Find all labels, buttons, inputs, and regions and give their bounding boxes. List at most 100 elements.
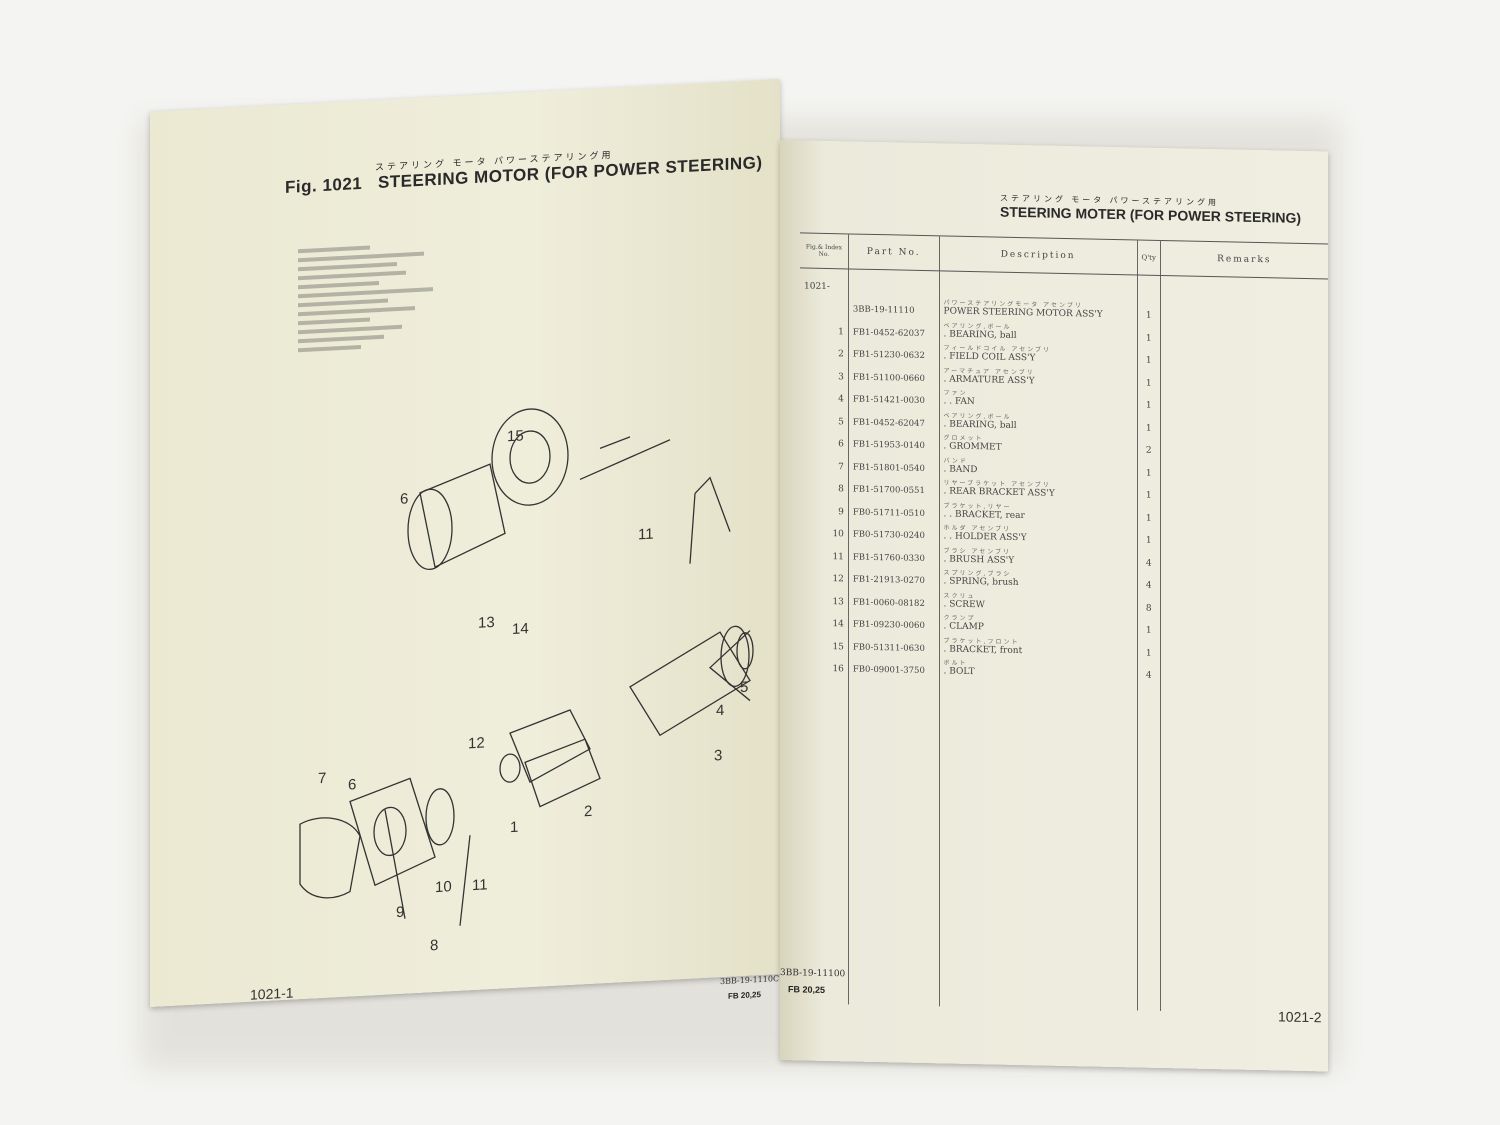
- index-cell: 4: [800, 380, 849, 405]
- part-no-cell: FB0-51311-0630: [848, 629, 940, 654]
- index-cell: 11: [800, 538, 849, 562]
- callout-9: 9: [396, 903, 405, 922]
- part-no-cell: FB1-51760-0330: [848, 539, 940, 564]
- description-cell: アーマチュア アセンブリ. ARMATURE ASS'Y: [939, 361, 1138, 388]
- description-cell: ブラシ アセンブリ. BRUSH ASS'Y: [939, 541, 1138, 568]
- right-page: ステアリング モータ パワーステアリング用 STEERING MOTER (FO…: [780, 140, 1328, 1072]
- callout-6: 6: [400, 490, 409, 508]
- qty-cell: 2: [1137, 432, 1161, 456]
- description-cell: グロメット. GROMMET: [939, 428, 1138, 456]
- callout-1: 1: [510, 818, 519, 837]
- qty-cell: 4: [1137, 657, 1161, 681]
- part-no-cell: FB0-51730-0240: [848, 516, 940, 542]
- index-cell: 1: [800, 313, 849, 337]
- description-cell: フィールドコイル アセンブリ. FIELD COIL ASS'Y: [939, 338, 1138, 366]
- description-text: . . FAN: [943, 396, 975, 408]
- band-shape: [299, 817, 361, 899]
- callout-14: 14: [512, 620, 529, 639]
- index-cell: 9: [800, 493, 849, 517]
- description-cell: ボルト. BOLT: [939, 653, 1138, 681]
- callout-2: 2: [584, 802, 593, 821]
- description-cell: バンド. BAND: [939, 451, 1138, 478]
- qty-cell: 8: [1137, 590, 1161, 614]
- header-remarks: Remarks: [1160, 240, 1328, 279]
- qty-cell: 1: [1137, 477, 1161, 501]
- index-cell: 16: [800, 650, 849, 675]
- part-no-cell: FB1-51801-0540: [848, 449, 940, 474]
- field-coil-shape: [509, 709, 591, 784]
- description-text: . FIELD COIL ASS'Y: [943, 351, 1036, 364]
- description-cell: スプリング,ブラシ. SPRING, brush: [939, 563, 1138, 591]
- front-bracket-shape: [491, 408, 569, 506]
- callout-7: 7: [318, 769, 327, 788]
- table-filler-row: [800, 673, 1328, 1014]
- parts-table: Fig.& Index No. Part No. Description Q't…: [800, 232, 1328, 1014]
- description-text: . SPRING, brush: [943, 576, 1019, 588]
- page-number-left: 1021-1: [250, 984, 294, 1003]
- qty-cell: 4: [1137, 567, 1161, 591]
- description-cell: ブラケット,リヤー. . BRACKET, rear: [939, 496, 1138, 523]
- part-no-cell: FB1-21913-0270: [848, 561, 940, 587]
- description-cell: ホルダ アセンブリ. . HOLDER ASS'Y: [939, 518, 1138, 546]
- part-no-cell: FB1-51230-0632: [848, 336, 940, 362]
- description-text: . CLAMP: [943, 621, 984, 633]
- description-cell: ベアリング,ボール. BEARING, ball: [939, 316, 1138, 343]
- qty-cell: 1: [1137, 320, 1161, 344]
- qty-cell: 1: [1137, 342, 1161, 366]
- part-no-cell: FB1-0452-62037: [848, 314, 940, 339]
- left-page: ステアリング モータ パワーステアリング用 Fig. 1021 STEERING…: [150, 78, 780, 1008]
- callout-11b: 11: [472, 876, 488, 895]
- part-no-cell: FB1-51421-0030: [848, 381, 940, 407]
- callout-13: 13: [478, 613, 495, 632]
- description-text: . GROMMET: [943, 441, 1002, 453]
- callout-4: 4: [716, 701, 725, 720]
- group-index: 1021-: [800, 267, 849, 292]
- callout-3: 3: [714, 747, 723, 765]
- index-cell: 14: [800, 605, 849, 630]
- qty-cell: 1: [1137, 612, 1161, 636]
- index-cell: 7: [800, 448, 849, 472]
- callout-11: 11: [638, 525, 654, 544]
- header-qty: Q'ty: [1137, 239, 1161, 276]
- index-cell: 8: [800, 470, 849, 495]
- part-no-cell: 3BB-19-11110: [848, 291, 940, 317]
- header-index: Fig.& Index No.: [800, 232, 849, 269]
- armature-shape: [629, 631, 751, 737]
- part-no-cell: FB0-09001-3750: [848, 651, 940, 677]
- qty-cell: 1: [1137, 635, 1161, 659]
- index-cell: [800, 290, 849, 315]
- part-no-cell: FB1-51953-0140: [848, 426, 940, 452]
- part-no-cell: FB1-0060-08182: [848, 584, 940, 609]
- parts-list-title: ステアリング モータ パワーステアリング用 STEERING MOTER (FO…: [1000, 193, 1301, 226]
- exploded-diagram: [299, 408, 754, 926]
- footer-models-right: FB 20,25: [788, 984, 826, 995]
- description-cell: スクリュ. SCREW: [939, 586, 1138, 613]
- index-cell: 13: [800, 583, 849, 607]
- description-cell: ファン. . FAN: [939, 383, 1138, 411]
- yoke-shape: [419, 463, 506, 569]
- callout-15: 15: [507, 427, 524, 446]
- description-text: . ARMATURE ASS'Y: [943, 373, 1035, 386]
- qty-cell: 1: [1137, 500, 1161, 524]
- description-text: . BRACKET, front: [943, 643, 1023, 656]
- description-text: . BRUSH ASS'Y: [943, 553, 1015, 566]
- qty-cell: 1: [1137, 365, 1161, 389]
- qty-cell: 1: [1137, 410, 1161, 434]
- callout-8: 8: [430, 936, 439, 955]
- description-text: . . BRACKET, rear: [943, 508, 1025, 521]
- qty-cell: 1: [1137, 297, 1161, 321]
- footer-code-right: 3BB-19-11100: [780, 968, 846, 980]
- description-text: . BEARING, ball: [943, 418, 1017, 431]
- description-text: . BEARING, ball: [943, 328, 1017, 341]
- qty-cell: 1: [1137, 455, 1161, 479]
- callout-10: 10: [435, 878, 452, 897]
- description-text: . BAND: [943, 463, 978, 475]
- page-number-right: 1021-2: [1278, 1008, 1322, 1026]
- header-part-no: Part No.: [848, 233, 940, 271]
- qty-cell: 1: [1137, 522, 1161, 546]
- callout-5: 5: [740, 678, 749, 697]
- index-cell: 12: [800, 560, 849, 585]
- part-no-cell: FB0-51711-0510: [848, 494, 940, 519]
- description-cell: クランプ. CLAMP: [939, 608, 1138, 636]
- header-description: Description: [939, 235, 1138, 275]
